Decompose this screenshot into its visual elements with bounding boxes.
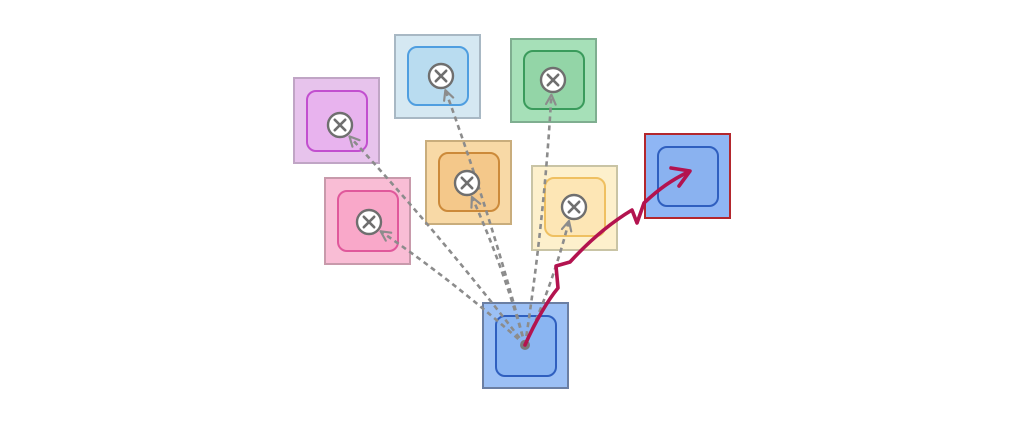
blocked-arrows (348, 89, 573, 346)
success-arrow-head (669, 166, 692, 188)
target-node (644, 133, 731, 219)
x-circle-icon (453, 169, 481, 197)
dashed-arrow-orange (470, 195, 527, 346)
dashed-arrow-cream (523, 219, 573, 346)
x-circle-icon (326, 111, 354, 139)
dashed-arrow-green (523, 93, 557, 346)
x-circle-icon (539, 66, 567, 94)
source-node (482, 302, 569, 389)
success-path (523, 170, 690, 347)
x-circle-icon (355, 208, 383, 236)
dashed-arrow-pink (379, 230, 526, 346)
x-circle-icon (560, 193, 588, 221)
blocked-nodes (293, 34, 618, 265)
dashed-arrow-purple (348, 135, 527, 346)
x-circle-icon (427, 62, 455, 90)
